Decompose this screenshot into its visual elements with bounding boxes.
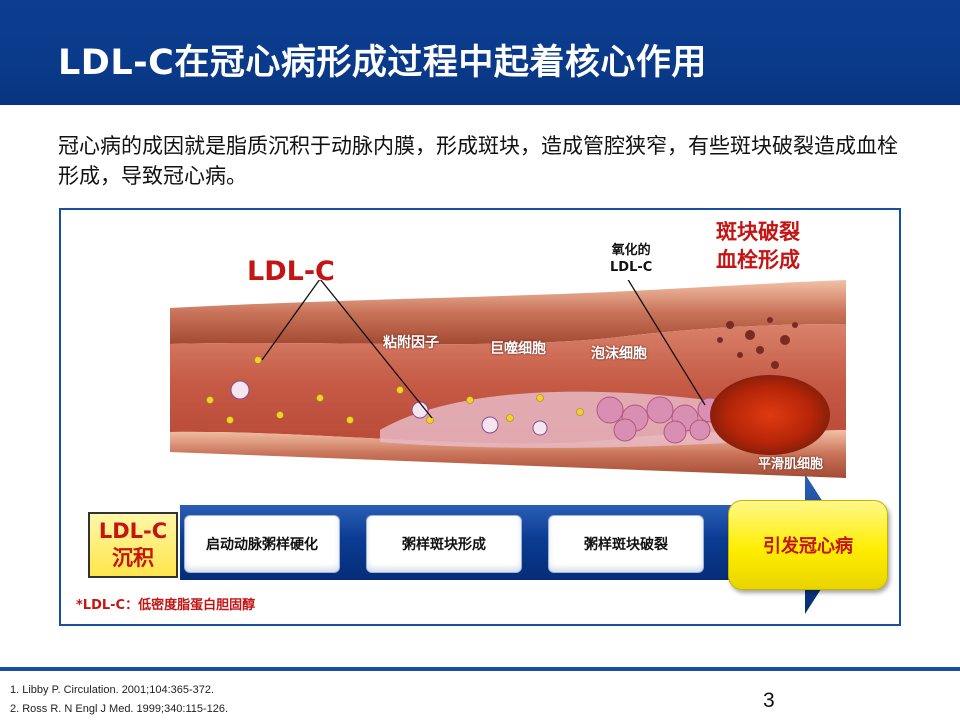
foam-cell-label: 泡沫细胞 [591,346,647,362]
ldl-label: LDL-C [247,256,335,287]
footer-divider [0,667,960,671]
page-number: 3 [763,689,775,712]
macrophage-label: 巨噬细胞 [490,341,546,357]
artery-illustration [170,280,846,478]
white-cells [230,380,548,436]
page-title: LDL-C在冠心病形成过程中起着核心作用 [58,43,707,83]
adhesion-label: 粘附因子 [383,335,439,351]
ldl-particles [206,356,584,424]
reference-1: 1. Libby P. Circulation. 2001;104:365-37… [10,684,215,696]
ldl-deposit-line-1: LDL-C [98,519,168,543]
reference-2: 2. Ross R. N Engl J Med. 1999;340:115-12… [10,703,229,715]
stage-plaque-rupture: 粥样斑块破裂 [548,515,704,573]
thrombus-debris [717,317,798,369]
pointer-lines [261,280,706,419]
stage-atherosclerosis-start: 启动动脉粥样硬化 [184,515,340,573]
title-bar: LDL-C在冠心病形成过程中起着核心作用 [0,0,960,105]
oxidized-line-1: 氧化的 [611,243,651,258]
rupture-label: 斑块破裂 血栓形成 [716,218,800,274]
smooth-muscle-label: 平滑肌细胞 [758,457,824,472]
references: 1. Libby P. Circulation. 2001;104:365-37… [10,681,228,719]
artery-wall-top [170,280,846,345]
rupture-line-1: 斑块破裂 [716,220,800,244]
rupture-line-2: 血栓形成 [716,248,800,272]
final-outcome-box: 引发冠心病 [728,500,888,590]
intro-paragraph: 冠心病的成因就是脂质沉积于动脉内膜，形成斑块，造成管腔狭窄，有些斑块破裂造成血栓… [58,134,898,188]
ldl-deposition-box: LDL-C 沉积 [88,512,178,578]
oxidized-line-2: LDL-C [610,260,653,275]
ldl-deposit-line-2: 沉积 [112,546,154,570]
oxidized-ldl-label: 氧化的 LDL-C [610,242,652,276]
thrombus [710,375,830,455]
abbreviation-footnote: *LDL-C：低密度脂蛋白胆固醇 [76,598,256,613]
stage-plaque-formation: 粥样斑块形成 [366,515,522,573]
